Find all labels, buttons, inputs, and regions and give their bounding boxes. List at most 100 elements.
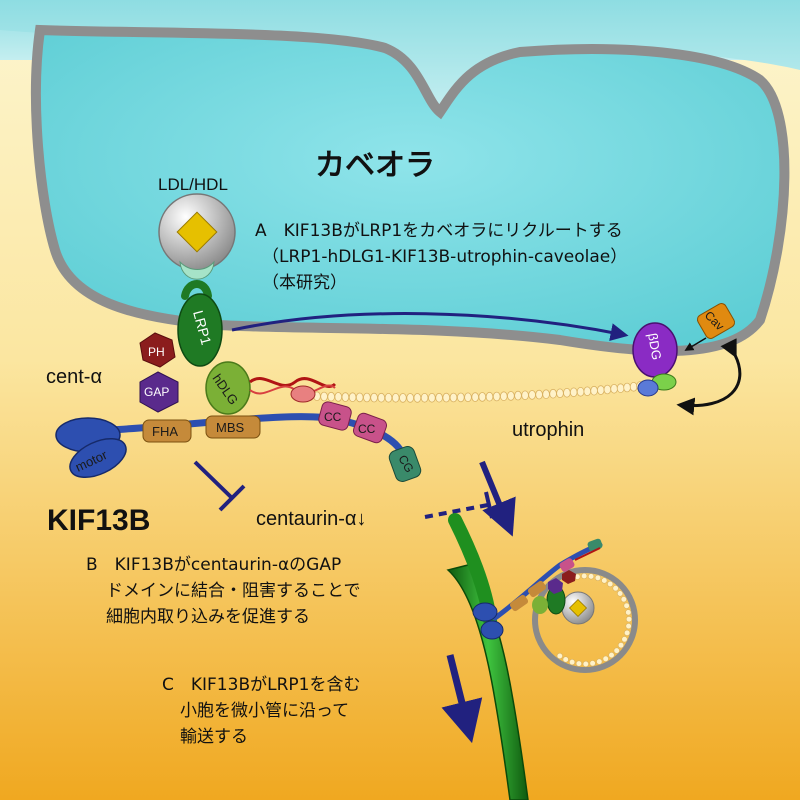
ligand-label: LDL/HDL <box>158 175 228 194</box>
fha-domain <box>142 419 192 443</box>
vesicle-hdlg <box>532 596 548 614</box>
vesicle-motor-2 <box>480 620 504 640</box>
utrophin-bead <box>406 393 415 403</box>
ligand-core <box>176 211 218 253</box>
utrophin-bead <box>348 392 357 403</box>
dashed-inhibition-line <box>424 503 489 519</box>
statement-c-line1: C KIF13BがLRP1を含む <box>162 675 360 695</box>
vesicle-utrophin-bead <box>621 636 628 643</box>
utrophin-bead <box>507 391 515 401</box>
utrophin-bead <box>492 391 501 402</box>
utrophin-bead <box>449 392 458 403</box>
vesicle-utrophin-bead <box>589 660 596 667</box>
cc-label-1: CC <box>324 410 342 424</box>
utrophin-bead <box>391 392 400 403</box>
vesicle-utrophin-bead <box>623 602 630 609</box>
vesicle-utrophin-bead <box>568 658 576 666</box>
statement-b-line3: 細胞内取り込みを促進する <box>106 607 310 627</box>
utrophin-bead <box>334 392 343 402</box>
vesicle-ph <box>562 570 576 584</box>
vesicle-utrophin-bead <box>620 596 627 603</box>
utrophin-bead <box>590 385 598 396</box>
utrophin-bead <box>514 390 522 401</box>
vesicle-utrophin-bead <box>613 647 620 654</box>
utrophin-bead <box>610 383 618 394</box>
utrophin-bead <box>355 392 364 403</box>
utrophin-bead <box>569 387 578 398</box>
utrophin-bead <box>456 392 465 403</box>
mbs-domain <box>205 415 261 439</box>
utrophin-bead <box>464 392 472 403</box>
vesicle-utrophin-bead <box>582 660 589 668</box>
statement-a-line2: （LRP1-hDLG1-KIF13B-utrophin-caveolae） <box>262 247 627 267</box>
vesicle-utrophin-bead <box>575 660 583 667</box>
utrophin-bead <box>556 388 564 399</box>
utrophin-bead <box>435 392 443 403</box>
utrophin-bead <box>603 384 612 395</box>
vesicle-utrophin-bead <box>625 609 632 616</box>
utrophin-bead <box>413 393 422 403</box>
utrophin-bead <box>485 391 494 402</box>
vesicle-utrophin-bead <box>594 574 602 582</box>
statement-a-line1: A KIF13BがLRP1をカベオラにリクルートする <box>255 221 623 241</box>
cav-protein <box>696 303 736 339</box>
vesicle-utrophin-bead <box>616 590 624 597</box>
recycle-double-arrow <box>676 338 742 416</box>
vesicle-fha <box>509 594 529 612</box>
utrophin-bead <box>596 385 605 395</box>
utrophin-bead <box>542 389 550 400</box>
vesicle-utrophin-bead <box>562 656 569 663</box>
vesicle-actin <box>574 547 601 561</box>
vesicle-utrophin-bead <box>587 573 595 580</box>
vesicle-utrophin-bead <box>601 577 608 584</box>
vesicle-membrane <box>532 567 638 673</box>
utrophin-bead <box>370 392 378 403</box>
inhibition-bar <box>218 484 246 512</box>
utrophin-bead <box>327 391 336 402</box>
caveola-body <box>30 24 790 356</box>
utrophin-bead <box>478 392 487 402</box>
vesicle-utrophin-bead <box>556 652 563 660</box>
hdlg-domain <box>205 361 251 415</box>
utrophin-bead <box>442 392 451 403</box>
fha-label: FHA <box>152 424 178 439</box>
cc-domain-2 <box>352 412 388 444</box>
vesicle-utrophin-bead <box>617 642 625 649</box>
gap-label: GAP <box>144 385 169 399</box>
utrophin-bead <box>384 392 393 403</box>
utrophin-bead <box>583 386 592 397</box>
utrophin-bead <box>623 382 631 393</box>
cent-alpha-label: cent-α <box>46 366 102 388</box>
utrophin-bead <box>535 389 543 400</box>
utrophin-bead <box>576 386 585 397</box>
vesicle-utrophin-bead <box>607 580 614 588</box>
vesicle-utrophin-bead <box>602 655 609 662</box>
vesicle-utrophin-chain <box>556 572 633 668</box>
centaurin-label: centaurin-α↓ <box>256 508 367 530</box>
vesicle-gap <box>548 578 563 594</box>
transport-arrow <box>441 654 483 744</box>
cc-label-2: CC <box>358 422 376 436</box>
vesicle-utrophin-bead <box>623 629 631 637</box>
utrophin-bead <box>377 392 386 403</box>
bdg-label: βDG <box>645 332 664 361</box>
utrophin-bead <box>363 392 371 403</box>
mbs-label: MBS <box>216 420 245 435</box>
vesicle-utrophin-bead <box>596 658 603 665</box>
statement-a-line3: （本研究） <box>262 273 347 293</box>
vesicle-utrophin-bead <box>625 622 632 630</box>
utrophin-bead <box>563 387 571 398</box>
lrp1-receptor <box>177 293 223 367</box>
lrp1-stalk <box>181 280 212 300</box>
bdg-anchor-blue <box>637 379 659 397</box>
recruitment-arrow <box>231 312 629 342</box>
vesicle-utrophin-bead <box>608 651 615 659</box>
kif13b-label: KIF13B <box>47 504 150 537</box>
cg-domain <box>388 445 422 483</box>
statement-c-line3: 輸送する <box>180 727 248 747</box>
vesicle-mbs <box>527 580 547 598</box>
vesicle-utrophin-bead <box>612 585 619 592</box>
vesicle-utrophin-bead <box>581 572 588 580</box>
utrophin-head <box>290 385 316 403</box>
